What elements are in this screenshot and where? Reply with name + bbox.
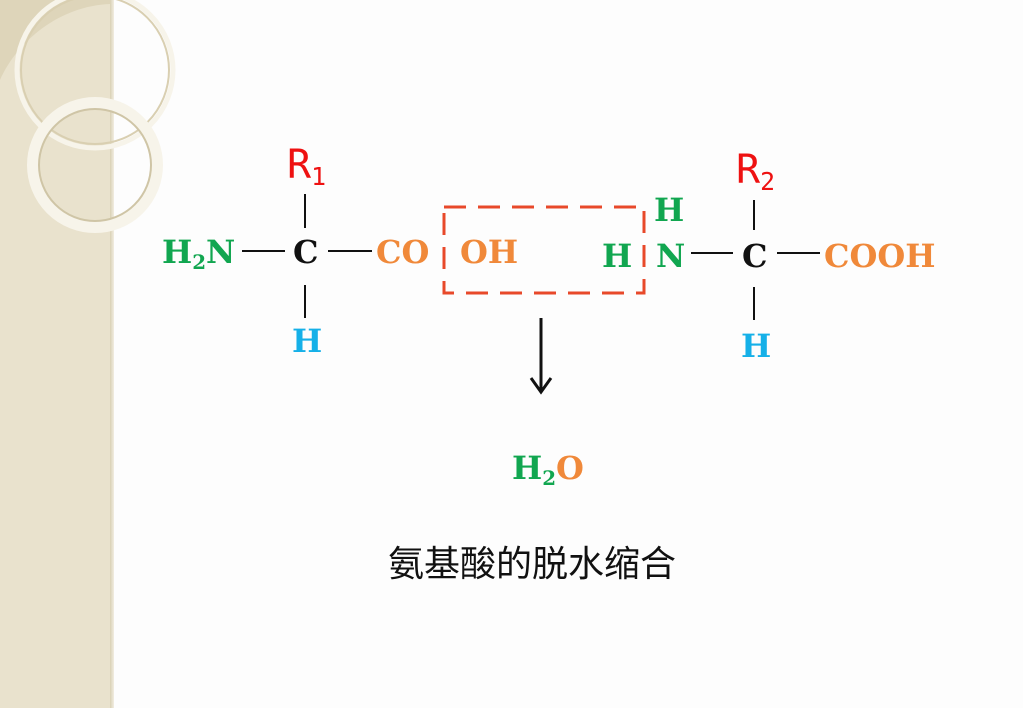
carbonyl-co: CO bbox=[376, 233, 430, 271]
alpha-h-2: H bbox=[741, 327, 772, 365]
decorative-rings bbox=[0, 0, 176, 233]
carboxyl-cooh: COOH bbox=[824, 237, 936, 275]
ring-large bbox=[14, 0, 176, 151]
corner-shade bbox=[0, 0, 110, 80]
alpha-carbon-1: C bbox=[293, 233, 319, 271]
sidebar-edge bbox=[110, 0, 114, 708]
water-removal-box bbox=[442, 205, 646, 295]
amino-group-h2n: H2N bbox=[162, 233, 236, 274]
alpha-carbon-2: C bbox=[742, 237, 768, 275]
r1-label: R1 bbox=[287, 142, 327, 192]
ring-large-inner bbox=[20, 0, 170, 145]
water-product: H2O bbox=[512, 449, 584, 490]
diagram-caption: 氨基酸的脱水缩合 bbox=[388, 544, 677, 585]
amine-h-removed: H bbox=[602, 237, 633, 275]
ring-small-inner bbox=[38, 108, 152, 222]
r2-label: R2 bbox=[736, 147, 776, 197]
amine-h-top: H bbox=[654, 191, 685, 229]
alpha-h-1: H bbox=[292, 322, 323, 360]
hydroxyl-oh: OH bbox=[460, 233, 519, 271]
arrow-down-icon bbox=[529, 377, 553, 395]
amine-nitrogen: N bbox=[656, 237, 686, 275]
ring-small bbox=[27, 97, 163, 233]
